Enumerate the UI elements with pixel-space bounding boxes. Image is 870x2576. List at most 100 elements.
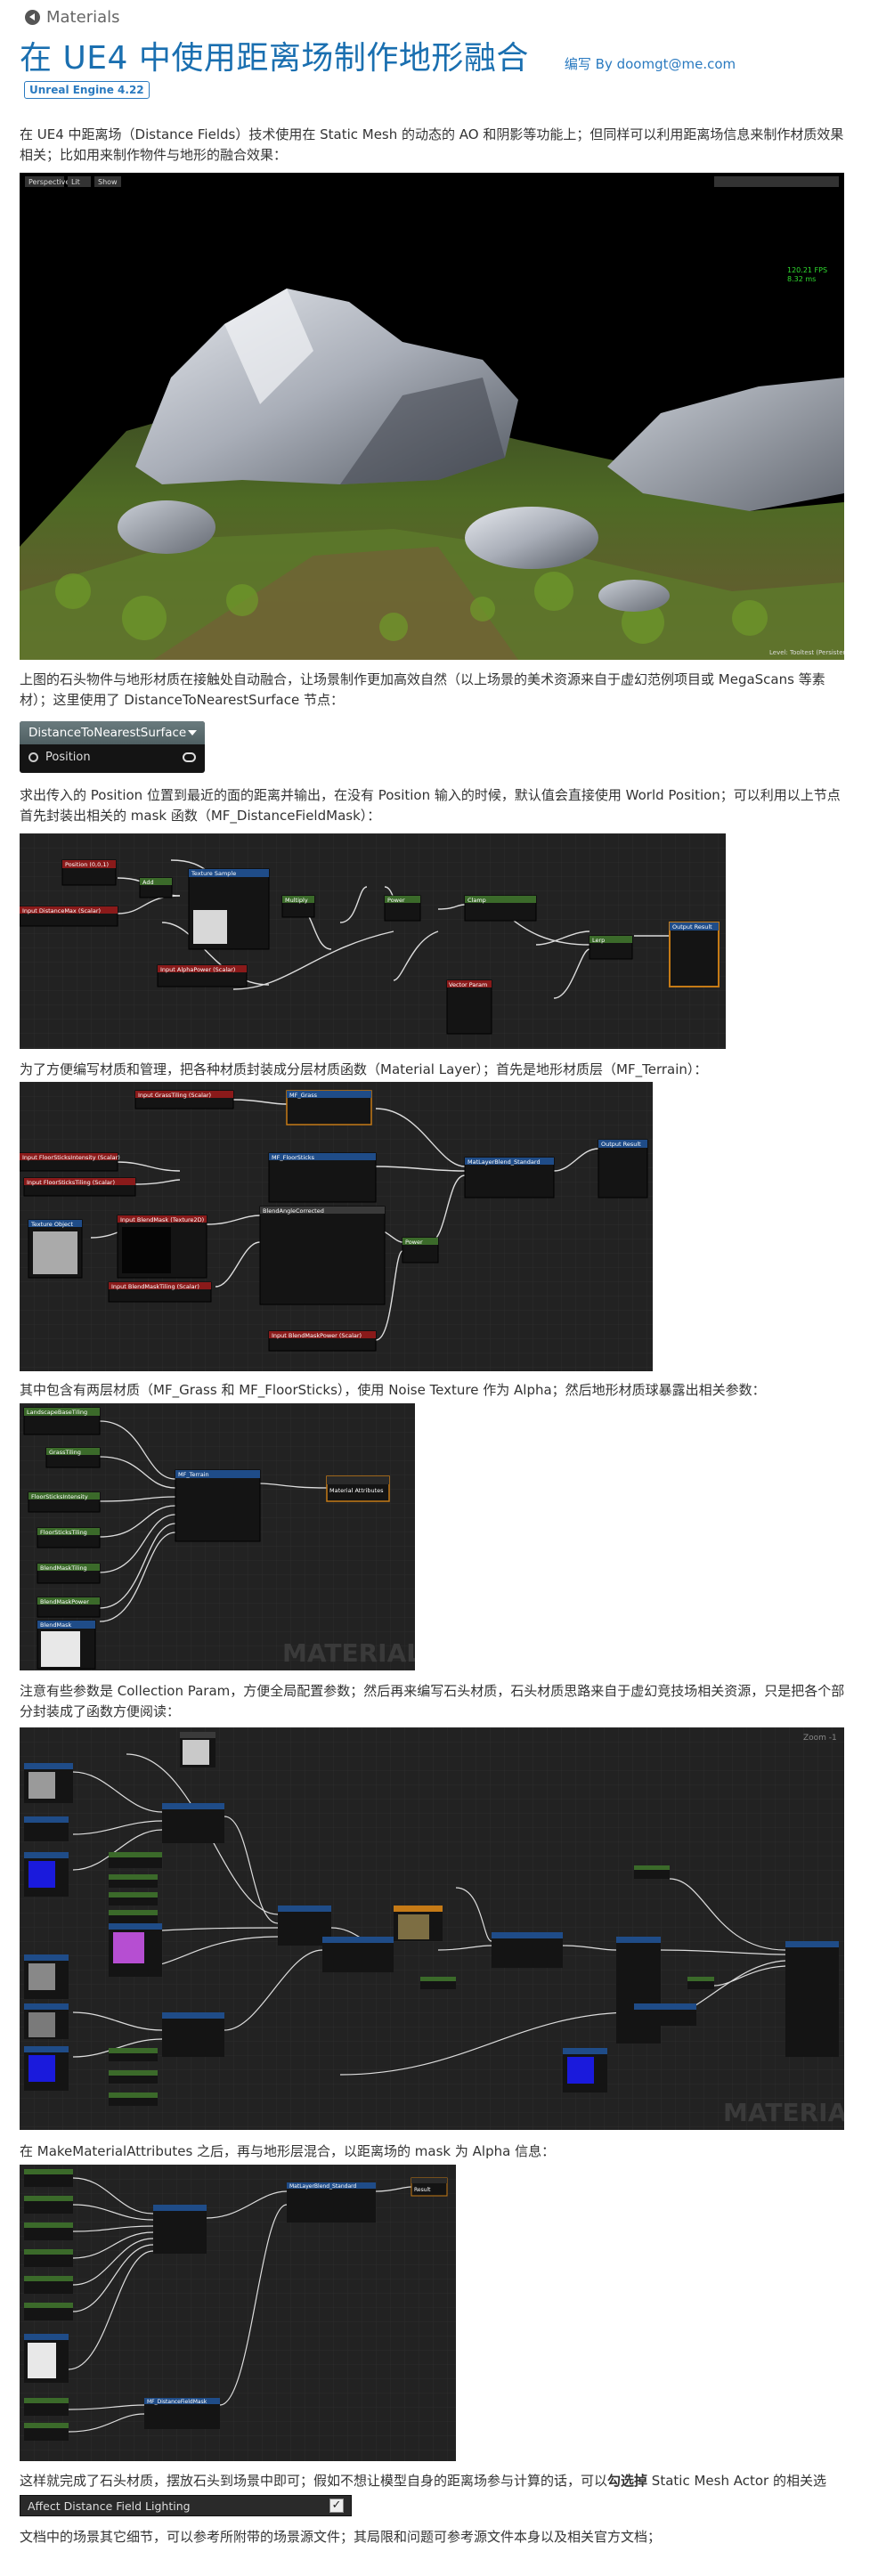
author-link[interactable]: 编写 By doomgt@me.com xyxy=(564,56,736,72)
param-blendmask-power[interactable]: BlendMaskPower xyxy=(37,1597,101,1618)
svg-text:BlendMask: BlendMask xyxy=(40,1621,71,1629)
svg-text:Output Result: Output Result xyxy=(672,923,712,930)
done-text-pre: 这样就完成了石头材质，摆放石头到场景中即可；假如不想让模型自身的距离场参与计算的… xyxy=(20,2473,608,2489)
dtn-node-header: DistanceToNearestSurface xyxy=(20,721,205,744)
param-blendmask-tiling[interactable]: BlendMaskTiling xyxy=(37,1563,101,1584)
terrain-node-matlayerblend[interactable]: MatLayerBlend_Standard xyxy=(464,1157,555,1199)
svg-text:BlendMaskPower: BlendMaskPower xyxy=(40,1598,89,1605)
svg-text:Add: Add xyxy=(142,879,154,886)
svg-text:MF_DistanceFieldMask: MF_DistanceFieldMask xyxy=(147,2399,207,2405)
terrain-node-output-result[interactable]: Output Result xyxy=(598,1139,648,1199)
input-pin-icon[interactable] xyxy=(28,752,38,762)
back-arrow-icon[interactable] xyxy=(25,10,40,25)
svg-text:FloorSticksTiling: FloorSticksTiling xyxy=(40,1529,87,1536)
svg-text:LandscapeBaseTiling: LandscapeBaseTiling xyxy=(27,1409,87,1416)
viewport-toolbar-lit[interactable]: Lit xyxy=(71,178,80,186)
breadcrumb-label[interactable]: Materials xyxy=(46,8,120,27)
svg-text:Material Attributes: Material Attributes xyxy=(329,1487,384,1494)
page-title: 在 UE4 中使用距离场制作地形融合 xyxy=(20,40,529,77)
viewport-screenshot: Perspective Lit Show 120.21 FPS 8.32 ms … xyxy=(20,173,844,660)
graph-node-position[interactable]: Position (0,0,1) xyxy=(61,859,117,886)
breadcrumb[interactable]: Materials xyxy=(25,8,120,27)
graph-node-output-result[interactable]: Output Result xyxy=(669,922,720,987)
distance-to-nearest-surface-node: DistanceToNearestSurface Position xyxy=(20,721,205,773)
terrain-node-mf-grass[interactable]: MF_Grass xyxy=(286,1090,372,1125)
param-node-mf-terrain[interactable]: MF_Terrain xyxy=(175,1469,261,1542)
graph-node-clamp[interactable]: Clamp xyxy=(464,895,537,922)
mask-function-graph: Position (0,0,1) Add Texture Sample Mult… xyxy=(20,833,726,1049)
terrain-node-mf-floorsticks[interactable]: MF_FloorSticks xyxy=(268,1152,377,1203)
terrain-node-blendmask[interactable]: Input BlendMask (Texture2D) xyxy=(117,1215,207,1279)
param-node-material-attributes[interactable]: Material Attributes xyxy=(326,1475,390,1502)
output-pin-icon[interactable] xyxy=(183,752,196,762)
chevron-down-icon[interactable] xyxy=(188,730,197,735)
terrain-node-grass-tiling[interactable]: Input GrassTiling (Scalar) xyxy=(134,1090,234,1109)
terrain-layer-graph: Input GrassTiling (Scalar) MF_Grass MF_F… xyxy=(20,1082,653,1371)
svg-text:Input FloorSticksTiling (Scala: Input FloorSticksTiling (Scalar) xyxy=(27,1179,115,1186)
title-row: 在 UE4 中使用距离场制作地形融合 编写 By doomgt@me.com xyxy=(20,32,848,78)
terrain-node-floorsticks-intensity[interactable]: Input FloorSticksIntensity (Scalar) xyxy=(20,1152,120,1172)
svg-text:Texture Sample: Texture Sample xyxy=(191,870,236,877)
viewport-toolbar-show[interactable]: Show xyxy=(98,178,118,186)
svg-text:Lerp: Lerp xyxy=(592,937,605,944)
done-text-bold: 勾选掉 xyxy=(607,2473,648,2489)
zoom-readout: Zoom -1 xyxy=(803,1734,837,1743)
rock-material-graph: Zoom -1 xyxy=(20,1727,844,2130)
blend-node-matlayerblend[interactable]: MatLayerBlend_Standard xyxy=(287,2182,376,2223)
svg-text:MatLayerBlend_Standard: MatLayerBlend_Standard xyxy=(289,2183,357,2190)
terrain-params-graph: LandscapeBaseTiling GrassTiling FloorSti… xyxy=(20,1403,415,1670)
graph-node-power[interactable]: Power xyxy=(384,895,421,922)
terrain-node-blend-angle[interactable]: BlendAngleCorrected xyxy=(259,1206,386,1305)
svg-text:Input AlphaPower (Scalar): Input AlphaPower (Scalar) xyxy=(160,966,235,973)
viewport-toolbar-perspective[interactable]: Perspective xyxy=(28,178,69,186)
param-floorsticks-tiling[interactable]: FloorSticksTiling xyxy=(37,1527,101,1548)
svg-text:BlendAngleCorrected: BlendAngleCorrected xyxy=(263,1207,324,1215)
blend-node-distance-field-mask[interactable]: MF_DistanceFieldMask xyxy=(144,2398,220,2429)
svg-text:Input BlendMask (Texture2D): Input BlendMask (Texture2D) xyxy=(120,1216,204,1223)
graph-node-alpha-power[interactable]: Input AlphaPower (Scalar) xyxy=(157,964,248,987)
graph-node-texture-sample[interactable]: Texture Sample xyxy=(188,868,270,950)
done-paragraph: 这样就完成了石头材质，摆放石头到场景中即可；假如不想让模型自身的距离场参与计算的… xyxy=(20,2471,848,2512)
terrain-node-blendmask-tiling[interactable]: Input BlendMaskTiling (Scalar) xyxy=(108,1281,212,1303)
layer-paragraph: 为了方便编写材质和管理，把各种材质封装成分层材质函数（Material Laye… xyxy=(20,1061,708,1077)
terrain-node-texture-object[interactable]: Texture Object xyxy=(28,1219,83,1279)
dtn-position-pin-row: Position xyxy=(20,744,205,770)
rock-material-watermark: MATERIAL xyxy=(723,2098,844,2127)
svg-text:MF_Grass: MF_Grass xyxy=(289,1092,318,1099)
svg-text:Input FloorSticksIntensity (Sc: Input FloorSticksIntensity (Scalar) xyxy=(22,1154,120,1161)
graph-node-multiply[interactable]: Multiply xyxy=(281,895,315,918)
graph-node-add[interactable]: Add xyxy=(139,877,173,898)
intro-paragraph: 在 UE4 中距离场（Distance Fields）技术使用在 Static … xyxy=(20,126,844,163)
grass-paragraph: 其中包含有两层材质（MF_Grass 和 MF_FloorSticks），使用 … xyxy=(20,1382,766,1398)
svg-text:Vector Param: Vector Param xyxy=(449,981,487,988)
param-blendmask[interactable]: BlendMask xyxy=(37,1620,96,1670)
svg-text:Result: Result xyxy=(414,2187,431,2193)
material-watermark: MATERIAL xyxy=(282,1638,415,1668)
blend-node-result[interactable]: Result xyxy=(411,2177,448,2197)
final-blend-graph: MatLayerBlend_Standard MF_DistanceFieldM… xyxy=(20,2165,456,2461)
svg-text:MF_FloorSticks: MF_FloorSticks xyxy=(272,1154,315,1161)
svg-text:Input DistanceMax (Scalar): Input DistanceMax (Scalar) xyxy=(22,907,101,914)
terrain-node-floorsticks-tiling[interactable]: Input FloorSticksTiling (Scalar) xyxy=(23,1177,136,1197)
svg-text:Multiply: Multiply xyxy=(285,897,308,904)
param-landscape-base-tiling[interactable]: LandscapeBaseTiling xyxy=(23,1407,101,1435)
svg-text:Position (0,0,1): Position (0,0,1) xyxy=(65,861,109,868)
param-floorsticks-intensity[interactable]: FloorSticksIntensity xyxy=(28,1491,101,1513)
graph-node-lerp[interactable]: Lerp xyxy=(589,935,633,960)
param-grass-tiling[interactable]: GrassTiling xyxy=(45,1447,101,1468)
graph-node-distance-max[interactable]: Input DistanceMax (Scalar) xyxy=(20,906,118,927)
ms-readout: 8.32 ms xyxy=(787,275,816,283)
affect-distance-field-lighting-label: Affect Distance Field Lighting xyxy=(28,2499,191,2513)
version-badge: Unreal Engine 4.22 xyxy=(24,81,150,99)
svg-text:FloorSticksIntensity: FloorSticksIntensity xyxy=(31,1493,88,1500)
terrain-node-power[interactable]: Power xyxy=(402,1237,439,1264)
fps-readout: 120.21 FPS xyxy=(787,266,827,274)
stones-paragraph: 上图的石头物件与地形材质在接触处自动融合，让场景制作更加高效自然（以上场景的美术… xyxy=(20,671,825,708)
svg-text:Input BlendMaskTiling (Scalar): Input BlendMaskTiling (Scalar) xyxy=(111,1283,199,1290)
footer-paragraph: 文档中的场景其它细节，可以参考所附带的场景源文件；其局限和问题可参考源文件本身以… xyxy=(20,2529,662,2545)
affect-distance-field-lighting-row: Affect Distance Field Lighting ✓ xyxy=(20,2495,352,2516)
affect-distance-field-lighting-checkbox[interactable]: ✓ xyxy=(329,2499,344,2513)
dtn-node-title: DistanceToNearestSurface xyxy=(28,726,187,740)
graph-node-vector-param[interactable]: Vector Param xyxy=(446,979,492,1035)
terrain-node-blendmask-power[interactable]: Input BlendMaskPower (Scalar) xyxy=(268,1330,377,1352)
